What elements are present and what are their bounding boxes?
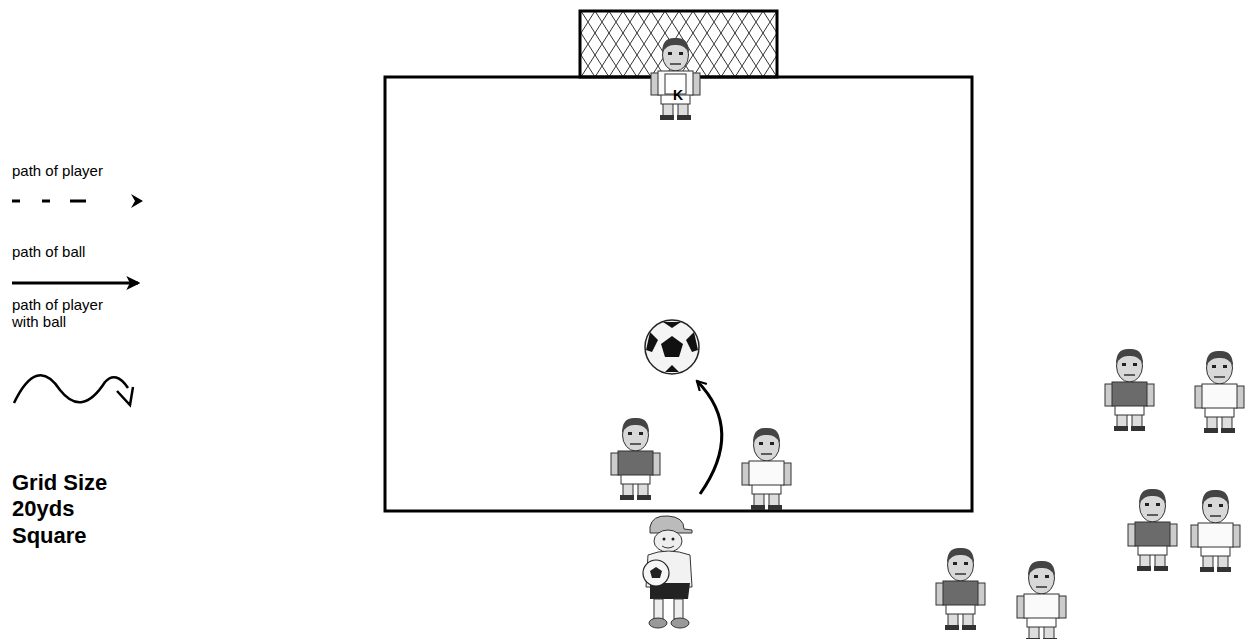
ball-path [697, 381, 722, 494]
keeper-letter-holder: K [671, 87, 685, 105]
legend-text: path of ball [12, 243, 172, 262]
white-player [742, 428, 791, 510]
grid-square [385, 77, 972, 511]
soccer-ball [645, 320, 699, 374]
dark-player [1128, 489, 1177, 571]
legend-samples [12, 194, 143, 405]
dark-player [1105, 349, 1154, 431]
dark-player [936, 548, 985, 630]
legend-text: path of player [12, 162, 172, 181]
white-player [1191, 490, 1240, 572]
keeper-letter: K [671, 87, 685, 105]
legend-text-holder: path of ball [12, 243, 172, 262]
grid-size-note: Grid Size 20yds Square [12, 470, 152, 549]
legend-text-holder: path of player with ball [12, 297, 132, 330]
legend-text-holder: path of player [12, 162, 172, 181]
goalkeeper-figure [651, 38, 700, 120]
coach-figure [643, 516, 692, 628]
legend-text: path of player with ball [12, 297, 132, 330]
dark-player [611, 418, 660, 500]
white-player [1195, 351, 1244, 433]
white-player [1017, 561, 1066, 639]
grid-size-note-holder: Grid Size 20yds Square [12, 470, 152, 549]
